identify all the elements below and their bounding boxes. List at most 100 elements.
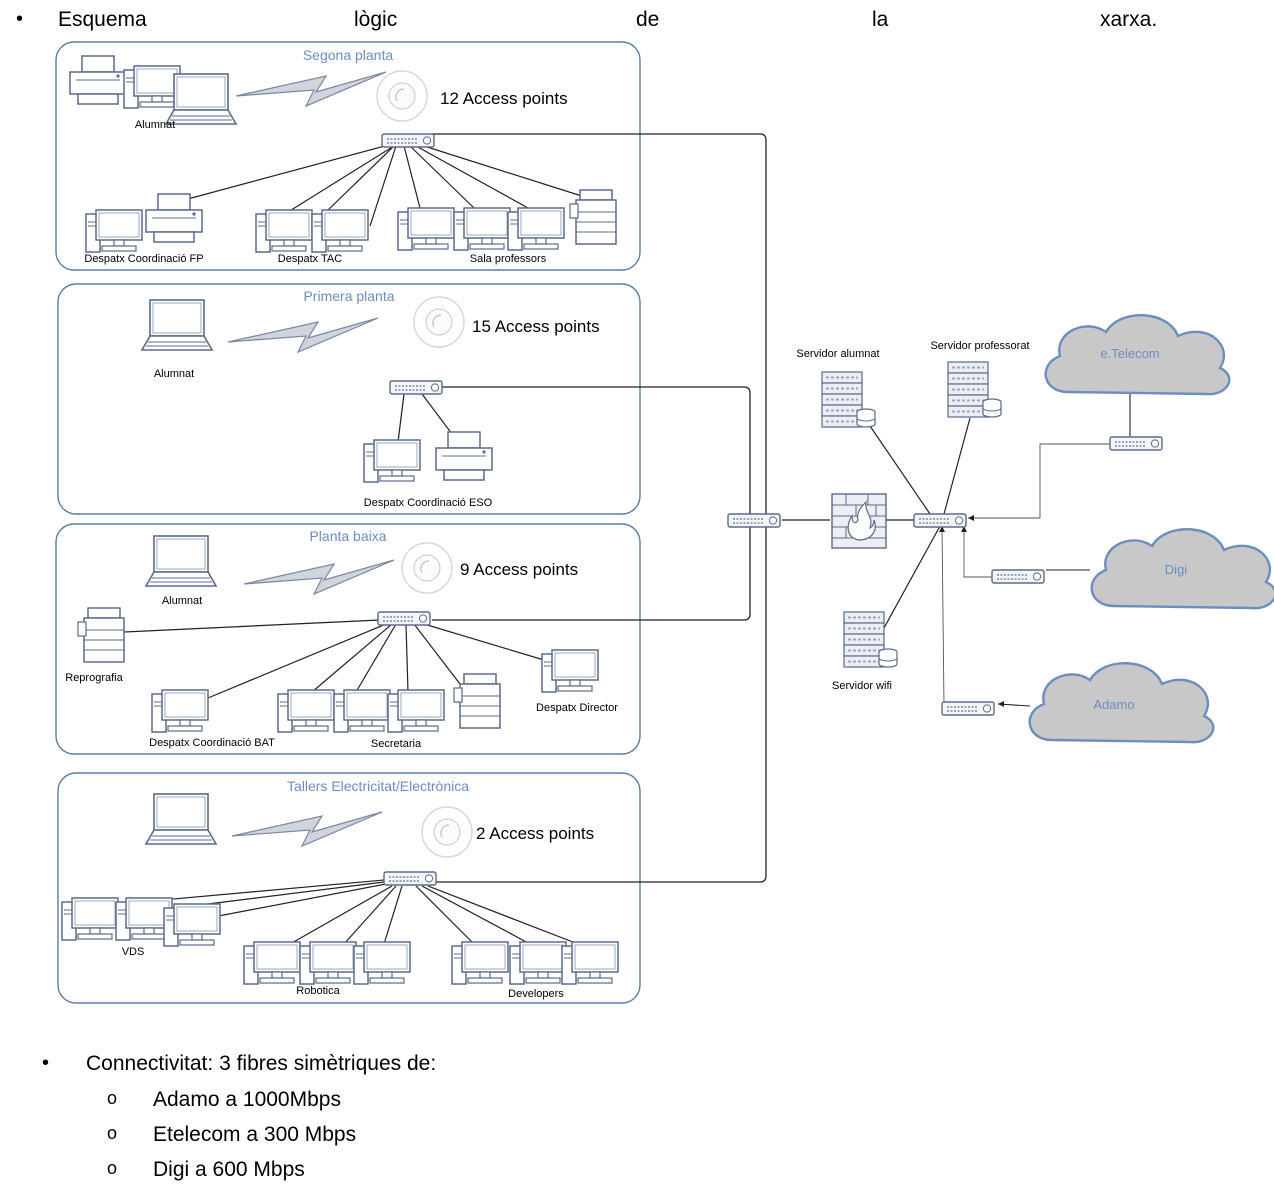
heading: • Esquema lògic de la xarxa. bbox=[0, 8, 1274, 42]
pc-icon bbox=[151, 689, 209, 733]
heading-word-3: de bbox=[636, 8, 660, 31]
floor-title: Planta baixa bbox=[309, 528, 386, 544]
floor-baixa: Planta baixa Alumnat 9 Access points Rep… bbox=[65, 528, 618, 750]
heading-word-1: Esquema bbox=[58, 8, 147, 31]
link-server-professorat bbox=[943, 417, 971, 515]
pc-icon bbox=[299, 941, 357, 985]
ap-count-label: 9 Access points bbox=[460, 560, 578, 579]
pc-icon bbox=[243, 941, 301, 985]
network-diagram: Segona planta Alumnat 12 Access points D… bbox=[55, 41, 1274, 1004]
connectivity-item-text: Etelecom a 300 Mbps bbox=[153, 1123, 357, 1146]
pc-icon bbox=[509, 941, 567, 985]
device-label: Alumnat bbox=[135, 119, 175, 131]
access-point-icon bbox=[413, 296, 465, 348]
group-label: VDS bbox=[122, 946, 145, 958]
server-professorat-label: Servidor professorat bbox=[930, 340, 1029, 352]
switch-icon bbox=[381, 133, 435, 148]
isp-digi-label: Digi bbox=[1165, 562, 1188, 577]
laptop-icon bbox=[145, 793, 217, 845]
server-alumnat-icon bbox=[821, 371, 876, 428]
heading-bullet: • bbox=[16, 8, 24, 30]
floor-tallers: Tallers Electricitat/Electrònica 2 Acces… bbox=[61, 778, 619, 1000]
group-label: Sala professors bbox=[470, 253, 547, 265]
link-isp-digi bbox=[963, 526, 992, 578]
floor-segona: Segona planta Alumnat 12 Access points D… bbox=[69, 47, 617, 265]
pc-icon bbox=[451, 941, 509, 985]
backbone-loop bbox=[432, 386, 751, 621]
floor-title: Tallers Electricitat/Electrònica bbox=[287, 778, 469, 794]
isp-etelecom-label: e.Telecom bbox=[1100, 346, 1159, 361]
internet-switch-icon bbox=[913, 513, 967, 528]
core-switch-icon bbox=[727, 513, 781, 528]
connectivity-item: o Etelecom a 300 Mbps bbox=[107, 1123, 357, 1147]
sub-bullet: o bbox=[107, 1088, 118, 1108]
group-label: Despatx Coordinació ESO bbox=[364, 497, 493, 509]
router-digi-icon bbox=[991, 569, 1045, 584]
connectivity-bullet: • bbox=[42, 1052, 50, 1074]
laptop-icon bbox=[141, 299, 213, 351]
heading-word-4: la bbox=[872, 8, 889, 31]
link-isp-adamo bbox=[941, 525, 945, 707]
link-server-alumnat bbox=[869, 425, 931, 515]
laptop-icon bbox=[165, 73, 237, 125]
connectivity-item: o Digi a 600 Mbps bbox=[107, 1158, 305, 1182]
group-label: Despatx Coordinació FP bbox=[84, 253, 203, 265]
router-adamo-icon bbox=[941, 701, 995, 716]
connectivity-item: o Adamo a 1000Mbps bbox=[107, 1088, 341, 1112]
group-label: Reprografia bbox=[65, 672, 123, 684]
ap-count-label: 15 Access points bbox=[472, 317, 600, 336]
pc-icon bbox=[397, 207, 455, 251]
server-alumnat-label: Servidor alumnat bbox=[796, 348, 879, 360]
pc-icon bbox=[363, 439, 421, 483]
floor-primera: Primera planta Alumnat 15 Access points … bbox=[141, 288, 600, 509]
group-label: Despatx Coordinació BAT bbox=[149, 737, 275, 749]
pc-icon bbox=[333, 689, 391, 733]
sub-bullet: o bbox=[107, 1158, 118, 1178]
pc-icon bbox=[541, 649, 599, 693]
heading-word-2: lògic bbox=[354, 8, 398, 31]
group-label: Robotica bbox=[296, 985, 340, 997]
server-wifi-label: Servidor wifi bbox=[832, 680, 892, 692]
pc-icon bbox=[61, 897, 119, 941]
access-point-icon bbox=[401, 542, 453, 594]
server-professorat-icon bbox=[947, 361, 1002, 418]
pc-icon bbox=[163, 903, 221, 947]
floor-title: Primera planta bbox=[303, 288, 394, 304]
isp-adamo-label: Adamo bbox=[1093, 697, 1134, 712]
pc-icon bbox=[85, 209, 143, 253]
backbone-trunk bbox=[432, 133, 767, 883]
pc-icon bbox=[387, 689, 445, 733]
connectivity-intro-text: Connectivitat: 3 fibres simètriques de: bbox=[86, 1052, 437, 1075]
switch-icon bbox=[383, 871, 437, 886]
heading-word-5: xarxa. bbox=[1100, 8, 1158, 31]
pc-icon bbox=[507, 207, 565, 251]
ap-count-label: 2 Access points bbox=[476, 824, 594, 843]
pc-icon bbox=[311, 209, 369, 253]
switch-icon bbox=[377, 611, 431, 626]
pc-icon bbox=[353, 941, 411, 985]
group-label: Secretaria bbox=[371, 738, 422, 750]
device-label: Alumnat bbox=[162, 595, 202, 607]
laptop-icon bbox=[145, 535, 217, 587]
ap-count-label: 12 Access points bbox=[440, 89, 568, 108]
link-server-wifi bbox=[883, 525, 941, 629]
pc-icon bbox=[453, 207, 511, 251]
pc-icon bbox=[123, 65, 181, 109]
group-label: Developers bbox=[508, 988, 564, 1000]
switch-icon bbox=[389, 380, 443, 395]
link-isp-etelecom bbox=[968, 443, 1110, 519]
connectivity-intro: • Connectivitat: 3 fibres simètriques de… bbox=[42, 1052, 437, 1076]
group-label: Despatx TAC bbox=[278, 253, 342, 265]
access-point-icon bbox=[421, 806, 473, 858]
server-wifi-icon bbox=[843, 611, 898, 668]
pc-icon bbox=[255, 209, 313, 253]
connectivity-item-text: Adamo a 1000Mbps bbox=[153, 1088, 341, 1111]
floor-title: Segona planta bbox=[303, 47, 394, 63]
firewall-icon bbox=[831, 493, 887, 549]
device-label: Alumnat bbox=[154, 368, 194, 380]
access-point-icon bbox=[376, 70, 428, 122]
pc-icon bbox=[561, 941, 619, 985]
router-etelecom-icon bbox=[1109, 436, 1163, 451]
group-label: Despatx Director bbox=[536, 702, 618, 714]
sub-bullet: o bbox=[107, 1123, 118, 1143]
